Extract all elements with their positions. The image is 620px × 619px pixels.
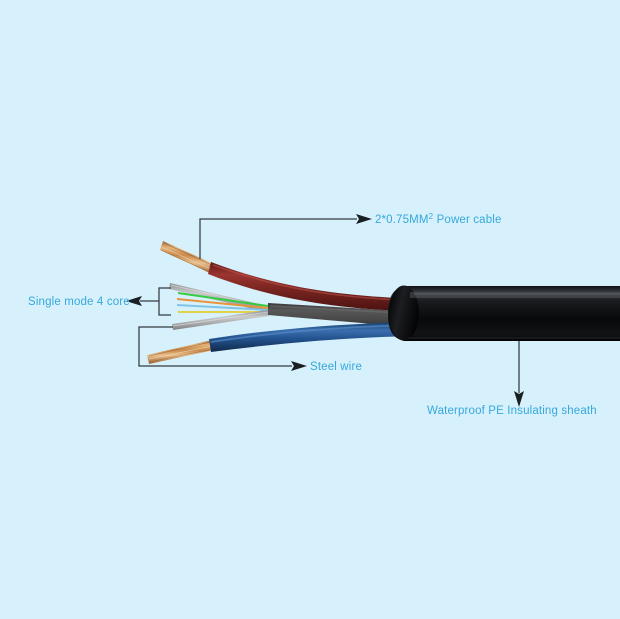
power-cable-label: 2*0.75MM2 Power cable — [375, 212, 502, 227]
sheath-body — [388, 286, 620, 341]
annotation-steel-wire[interactable]: Steel wire — [138, 326, 362, 373]
sheath-cut-end — [389, 285, 419, 341]
fiber-core-yellow — [178, 311, 268, 313]
annotation-single-mode[interactable]: Single mode 4 core — [28, 287, 171, 316]
power-cable-label-suffix: Power cable — [433, 214, 501, 226]
steel-wire-leader-line — [138, 326, 292, 367]
annotation-power-cable[interactable]: 2*0.75MM2 Power cable — [199, 212, 502, 260]
steel-wire-label: Steel wire — [310, 361, 362, 373]
power-cable-arrowhead — [356, 214, 372, 224]
copper-conductor-red — [160, 241, 218, 275]
outer-sheath — [388, 285, 620, 341]
blue-insulation — [209, 322, 420, 352]
single-mode-label: Single mode 4 core — [28, 296, 130, 308]
power-cable-label-superscript: 2 — [429, 212, 434, 221]
sheath-highlight — [410, 292, 620, 298]
copper-conductor-blue — [147, 340, 214, 364]
fiber-core-orange — [177, 298, 268, 309]
fiber-cores — [177, 292, 268, 313]
power-cable-label-prefix: 2*0.75MM — [375, 214, 429, 226]
red-insulation — [208, 262, 420, 312]
annotation-waterproof-sheath[interactable]: Waterproof PE Insulating sheath — [427, 341, 597, 417]
waterproof-sheath-label: Waterproof PE Insulating sheath — [427, 405, 597, 417]
fiber-core-blue — [177, 304, 268, 311]
steel-wire-arrowhead — [291, 361, 307, 371]
steel-wire-lower — [172, 310, 269, 330]
fiber-core-green — [178, 292, 268, 307]
single-mode-arrowhead — [126, 296, 142, 306]
waterproof-sheath-arrowhead — [514, 391, 524, 407]
power-cable-leader-line — [199, 218, 357, 259]
